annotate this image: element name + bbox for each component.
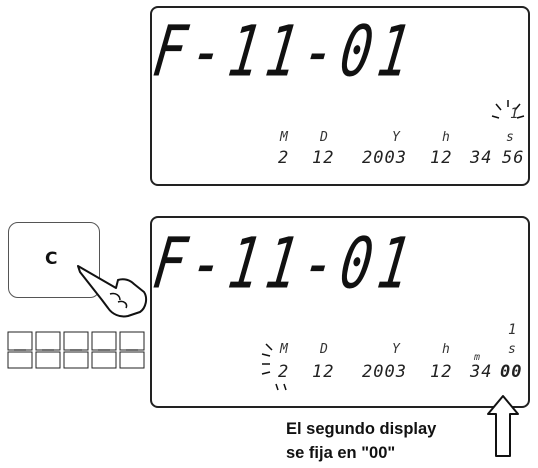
value-minute: 34 [470,362,493,382]
label-month: M [280,342,288,357]
value-minute: 34 [470,148,493,168]
indicator-digit: 1 [508,322,517,338]
up-arrow-icon [487,395,519,457]
c-key-button[interactable]: C [8,222,100,298]
value-year: 2003 [362,362,407,382]
caption-line-1: El segundo display [286,420,437,438]
pointing-hand-icon [77,265,148,318]
label-year: Y [392,342,400,357]
label-second: s [506,130,514,145]
caption-line-2: se fija en "00" [286,444,396,462]
label-hour: h [442,342,450,357]
value-month: 2 [278,148,290,168]
label-hour: h [442,130,450,145]
value-hour: 12 [430,148,453,168]
label-minute: m [474,352,481,363]
label-month: M [280,130,288,145]
blink-indicator-icon [491,100,525,119]
label-day: D [320,342,328,357]
label-second: s [508,342,516,357]
value-second: 56 [502,148,525,168]
lcd-panel-bottom: F-11-01 1 M D Y h m s 2 12 2003 12 34 00 [148,216,530,408]
value-day: 12 [312,362,335,382]
blink-month-icon [261,343,287,391]
value-hour: 12 [430,362,453,382]
label-year: Y [392,130,400,145]
function-code-display: F-11-01 [148,12,422,93]
keypad-strip-icon [7,331,145,369]
value-day: 12 [312,148,335,168]
function-code-display: F-11-01 [148,224,422,305]
value-month: 2 [278,362,290,382]
indicator-digit: 1 [510,106,519,122]
label-day: D [320,130,328,145]
lcd-panel-top: F-11-01 1 M D Y h s 2 12 2003 12 34 56 [148,6,530,186]
value-year: 2003 [362,148,407,168]
c-key-label: C [45,249,58,269]
value-second: 00 [500,362,523,382]
